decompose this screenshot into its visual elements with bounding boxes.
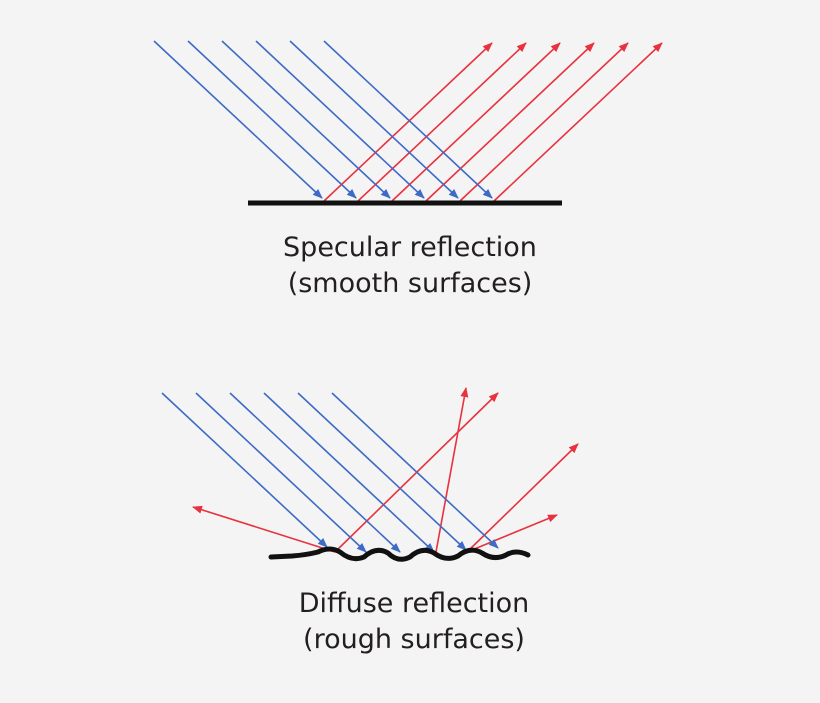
specular-reflected-ray	[391, 42, 561, 202]
diffuse-incident-ray	[297, 392, 467, 551]
rough-surface	[268, 546, 531, 562]
specular-incident-ray	[187, 40, 357, 199]
diffuse-caption-subtitle: (rough surfaces)	[303, 624, 525, 655]
diffuse-incident-ray	[263, 392, 435, 553]
specular-reflected-ray	[425, 42, 595, 202]
diffuse-incident-rays	[161, 392, 499, 553]
specular-reflected-rays	[323, 42, 663, 202]
diffuse-caption: Diffuse reflection (rough surfaces)	[214, 586, 614, 658]
diffuse-reflected-ray	[471, 514, 558, 551]
diffuse-incident-ray	[331, 392, 499, 549]
diffuse-reflected-ray	[192, 505, 336, 553]
diffuse-incident-ray	[195, 392, 367, 553]
specular-incident-ray	[289, 40, 459, 199]
specular-caption: Specular reflection (smooth surfaces)	[210, 230, 610, 302]
diffuse-incident-ray	[229, 392, 401, 553]
specular-incident-ray	[323, 40, 493, 199]
diffuse-caption-title: Diffuse reflection	[298, 588, 530, 619]
specular-caption-title: Specular reflection	[283, 232, 537, 263]
specular-incident-ray	[255, 40, 425, 199]
specular-reflected-ray	[459, 42, 629, 202]
specular-reflected-ray	[493, 42, 663, 202]
specular-caption-subtitle: (smooth surfaces)	[287, 268, 533, 299]
specular-diagram	[153, 40, 663, 206]
specular-reflected-ray	[323, 42, 493, 202]
specular-incident-ray	[221, 40, 391, 199]
specular-incident-ray	[153, 40, 323, 199]
diffuse-diagram	[161, 387, 579, 562]
specular-incident-rays	[153, 40, 493, 199]
diffuse-incident-ray	[161, 392, 328, 548]
diffuse-reflected-ray	[435, 387, 469, 553]
diffuse-reflected-ray	[466, 443, 579, 553]
specular-reflected-ray	[357, 42, 527, 202]
